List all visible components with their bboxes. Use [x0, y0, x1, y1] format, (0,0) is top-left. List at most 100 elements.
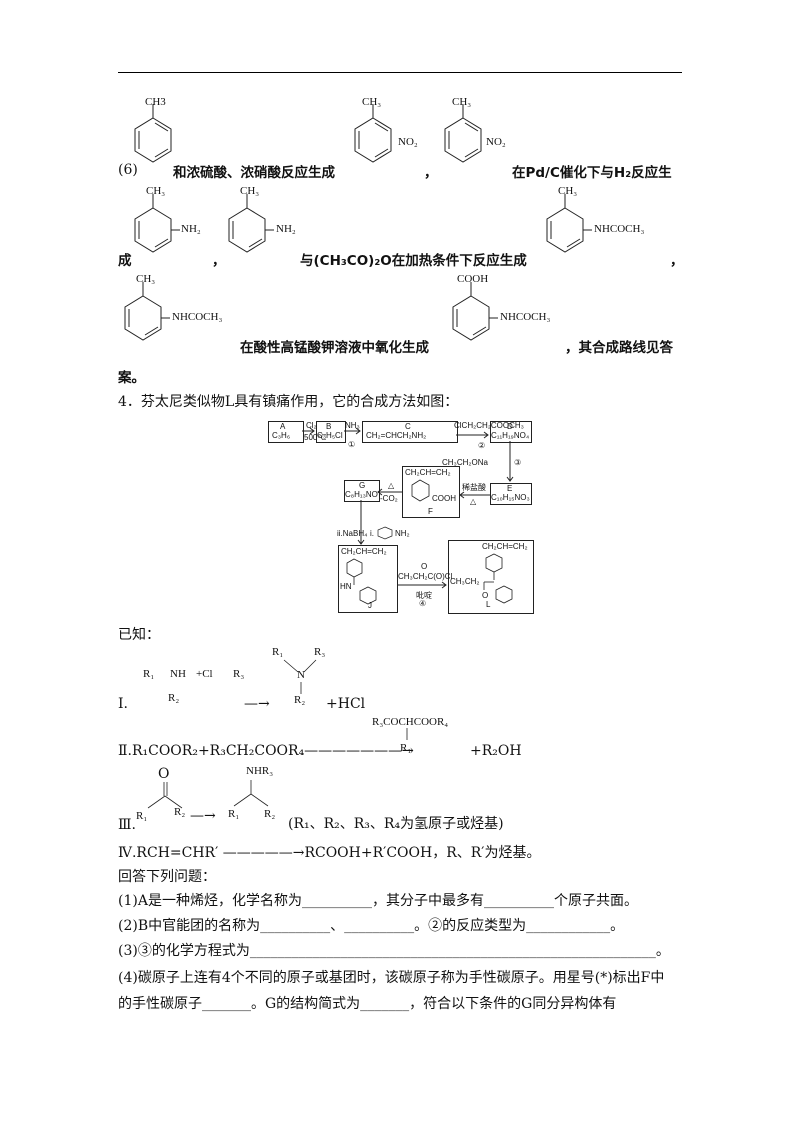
scheme-arrow-f-g	[377, 488, 402, 496]
scheme-b-formula: C₃H₅Cl	[317, 431, 343, 440]
q6-line3-a: 在酸性高锰酸钾溶液中氧化生成	[240, 340, 429, 356]
scheme-f-label: F	[428, 507, 433, 516]
known-iii-prod-r1: R₁	[228, 808, 240, 820]
q6-line2-a: 成	[118, 253, 132, 269]
known-i-r3: R₃	[233, 668, 245, 680]
scheme-step1: ①	[348, 440, 356, 449]
scheme-reagent4-base: 吡啶	[416, 591, 432, 600]
q6-line3-b: ，其合成路线见答	[565, 340, 673, 356]
scheme-arrow1-bottom: 500℃	[304, 433, 327, 442]
known-ii-end: +R₂OH	[470, 743, 522, 759]
nitrotoluene2-no2: NO₂	[486, 136, 506, 148]
question-4a: (4)碳原子上连有4个不同的原子或基团时，该碳原子称为手性碳原子。用星号(*)标…	[118, 970, 665, 986]
known-ii-prod: R₃COCHCOOR₄	[372, 716, 449, 728]
scheme-j-label: J	[368, 601, 372, 610]
scheme-l-top: CH₂CH=CH₂	[482, 542, 528, 551]
acetanilide2-ch3: CH₃	[136, 273, 156, 285]
q4-intro: 4．芬太尼类似物L具有镇痛作用，它的合成方法如图：	[118, 394, 459, 410]
nitrotoluene2-ch3: CH₃	[452, 96, 472, 108]
known-iv-text: Ⅳ.RCH=CHR′ —————→RCOOH+R′COOH，R、R′为烃基。	[118, 845, 541, 861]
scheme-arrow-f-bottom: -CO₂	[380, 494, 398, 503]
o-nitrotoluene-structure	[354, 104, 392, 163]
known-title: 已知：	[118, 627, 160, 643]
known-iii-ketone-bonds	[147, 782, 183, 809]
known-i-prod-n: N	[297, 669, 305, 681]
known-ii-prod-bond	[406, 728, 408, 740]
scheme-j-structure	[346, 558, 377, 605]
o-toluidine-structure-2	[228, 194, 274, 253]
q6-line4: 案。	[118, 370, 145, 386]
scheme-j-top: CH₂CH=CH₂	[341, 547, 387, 556]
o-nitrotoluene-ch3: CH₃	[362, 96, 382, 108]
scheme-box-e	[490, 483, 532, 505]
known-i-nh: NH	[170, 668, 186, 680]
question-1: (1)A是一种烯烃，化学名称为__________，其分子中最多有_______…	[118, 893, 638, 909]
known-i-plus-cl: +Cl	[196, 668, 213, 680]
scheme-f-top: CH₂CH=CH₂	[405, 468, 451, 477]
scheme-d-label: D	[507, 422, 513, 431]
known-i-label: Ⅰ.	[118, 696, 128, 712]
scheme-box-j	[338, 545, 398, 613]
scheme-reagent-g-i: i.	[370, 529, 374, 538]
known-iii-nhr3: NHR₃	[246, 765, 274, 777]
scheme-arrow-e-f	[459, 491, 490, 499]
scheme-c-label: C	[405, 422, 411, 431]
q6-line2-end: ，	[670, 253, 684, 269]
scheme-a-formula: C₃H₆	[272, 431, 291, 440]
scheme-l-left: CH₃CH₂	[450, 577, 480, 586]
q6-line2-comma: ，	[212, 253, 226, 269]
scheme-l-structure	[483, 553, 513, 604]
scheme-e-label: E	[507, 484, 513, 493]
toluene-ch3: CH3	[145, 96, 166, 108]
acetamidobenzoic-acid-structure	[452, 282, 498, 341]
known-ii-prod-r1: R₁	[400, 742, 412, 754]
scheme-reagent4-o: O	[421, 562, 428, 571]
scheme-reagent-g-ii: ii.NaBH₄	[337, 529, 368, 538]
known-i-prod-r1: R₁	[272, 646, 284, 658]
acetamidobenzoic-nhcoch3: NHCOCH₃	[500, 311, 551, 323]
scheme-f-cooh: COOH	[432, 494, 456, 503]
known-i-prod-r3: R₃	[314, 646, 326, 658]
known-i-r1: R₁	[143, 668, 155, 680]
question-4b: 的手性碳原子_______。G的结构简式为_______，符合以下条件的G同分异…	[118, 996, 617, 1012]
scheme-box-l	[448, 540, 534, 614]
scheme-l-o: O	[482, 591, 489, 600]
scheme-arrow2	[344, 427, 361, 435]
q6-line1-comma: ，	[424, 165, 438, 181]
known-iii-note: (R₁、R₂、R₃、R₄为氢原子或烃基)	[288, 816, 504, 832]
scheme-e-formula: C₁₀H₁₅NO₃	[491, 493, 530, 502]
scheme-c-formula: CH₂=CHCH₂NH₂	[366, 431, 427, 440]
scheme-box-d	[490, 421, 532, 443]
toluene-structure	[134, 104, 172, 163]
q6-line1-a: 和浓硫酸、浓硝酸反应生成	[173, 165, 335, 181]
scheme-arrow-d-e	[506, 441, 514, 482]
known-iii-prod-r2: R₂	[264, 808, 276, 820]
question-2: (2)B中官能团的名称为__________、__________。②的反应类型…	[118, 918, 625, 934]
q6-line2-b: 与(CH₃CO)₂O在加热条件下反应生成	[300, 253, 527, 269]
o-toluidine2-ch3: CH₃	[240, 185, 260, 197]
scheme-step2: ②	[478, 441, 486, 450]
scheme-arrow-g-j	[357, 500, 365, 545]
acetanilide-structure-2	[124, 282, 170, 341]
scheme-reagent-g-ring	[377, 526, 393, 540]
question-3: (3)③的化学方程式为_____________________________…	[118, 943, 670, 959]
scheme-step4: ④	[419, 599, 427, 608]
q6-label: (6)	[118, 162, 138, 178]
scheme-arrow1-top: Cl₂	[306, 421, 317, 430]
scheme-arrow1	[302, 427, 315, 435]
header-rule	[118, 72, 682, 73]
acetamidobenzoic-cooh: COOH	[457, 273, 489, 285]
scheme-arrow-f-top: △	[388, 481, 395, 490]
q6-line1-b: 在Pd/C催化下与H₂反应生	[512, 165, 672, 181]
scheme-g-formula: C₈H₁₃NO	[345, 490, 378, 499]
scheme-reagent2: ClCH₂CH₂COOCH₃	[454, 421, 524, 430]
scheme-nh3: NH₃	[345, 421, 360, 430]
scheme-arrow-e-top: 稀盐酸	[462, 483, 486, 492]
o-toluidine-ch3: CH₃	[146, 185, 166, 197]
acetanilide2-nhcoch3: NHCOCH₃	[172, 311, 223, 323]
known-iii-amine-bonds	[233, 780, 269, 807]
o-nitrotoluene-no2: NO₂	[398, 136, 418, 148]
known-i-hcl: +HCl	[326, 696, 366, 712]
scheme-arrow-j-l	[398, 581, 447, 589]
scheme-arrow-e-bottom: △	[470, 497, 477, 506]
